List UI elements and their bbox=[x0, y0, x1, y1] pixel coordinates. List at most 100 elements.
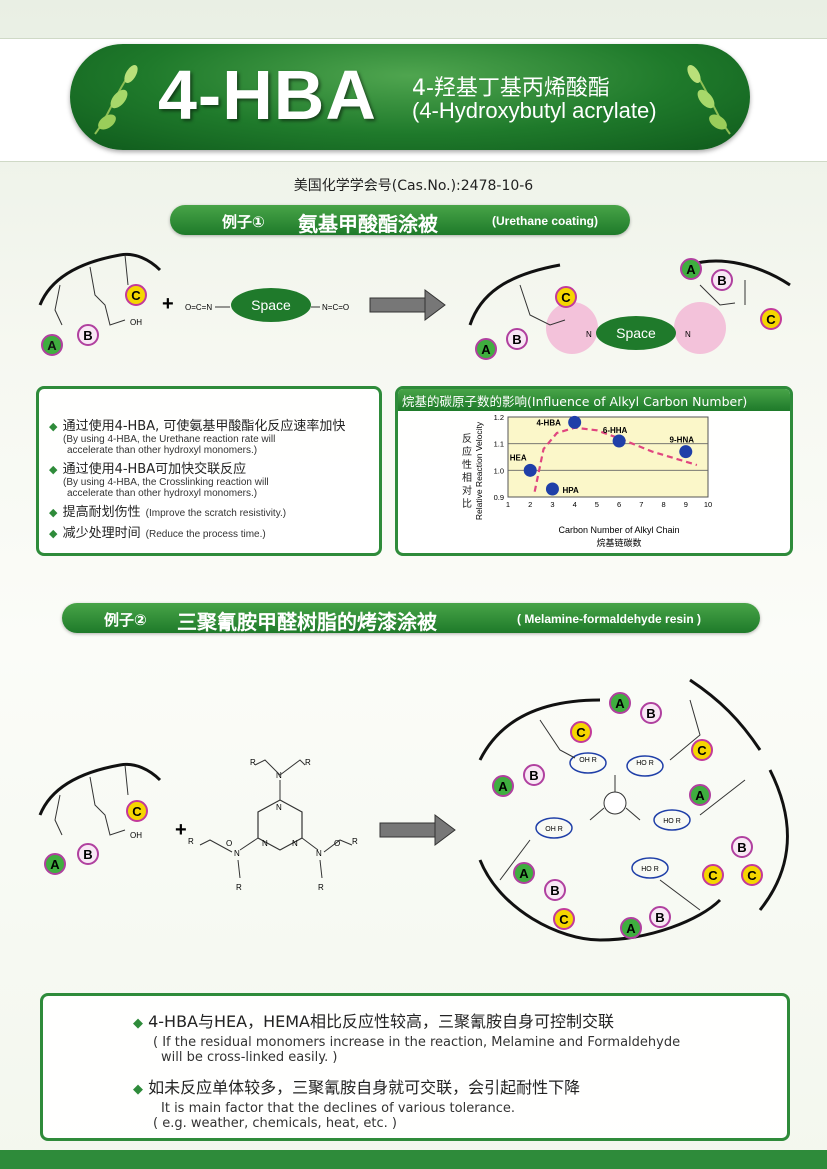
svg-text:A: A bbox=[481, 342, 491, 357]
point-label: HPA bbox=[562, 486, 579, 495]
space-label: Space bbox=[251, 297, 291, 313]
diamond-bullet-icon: ◆ bbox=[49, 463, 58, 476]
data-point bbox=[523, 463, 537, 477]
footer-bar bbox=[0, 1150, 827, 1169]
example2-title-en: ( Melamine-formaldehyde resin ) bbox=[517, 612, 702, 626]
benefit-item: ◆ 提高耐划伤性 (Improve the scratch resistivit… bbox=[49, 505, 287, 520]
monomer-a-left: A bbox=[41, 334, 63, 356]
svg-text:A: A bbox=[695, 788, 705, 803]
reaction-arrow-icon-2 bbox=[379, 814, 456, 846]
svg-text:C: C bbox=[132, 804, 142, 819]
y-axis-label: Relative Reaction Velocity bbox=[474, 421, 484, 520]
svg-text:OH: OH bbox=[130, 831, 142, 840]
space-oval bbox=[231, 288, 311, 322]
x-tick-label: 1 bbox=[506, 500, 510, 509]
example2-title: 三聚氰胺甲醛树脂的烤漆涂被 bbox=[177, 610, 437, 634]
diamond-bullet-icon: ◆ bbox=[133, 1082, 143, 1097]
svg-text:A: A bbox=[47, 338, 57, 353]
monomer-b-product-left: B bbox=[506, 328, 528, 350]
svg-text:B: B bbox=[717, 273, 726, 288]
monomer-b-left: B bbox=[77, 324, 99, 346]
data-point bbox=[612, 434, 626, 448]
x-tick-label: 9 bbox=[684, 500, 688, 509]
x-tick-label: 6 bbox=[617, 500, 621, 509]
urethane-reaction-diagram: OH C B A + O=C=N Space N=C=O Space N N C bbox=[38, 252, 791, 360]
svg-text:B: B bbox=[655, 910, 664, 925]
leaf-decoration-left-icon bbox=[94, 64, 138, 135]
svg-text:N: N bbox=[316, 849, 322, 858]
svg-text:HO R: HO R bbox=[663, 818, 681, 825]
product-monomers: A B C C A B A B C C A B C A B bbox=[492, 692, 763, 939]
svg-text:N: N bbox=[586, 330, 592, 339]
benefit-item: ◆ 通过使用4-HBA, 可使氨基甲酸酯化反应速率加快 (By using 4-… bbox=[49, 419, 346, 456]
plus-sign: + bbox=[162, 293, 174, 315]
y-axis-label-cn: 反应性相对比 bbox=[462, 434, 472, 510]
melamine-structure: N N N N R R N R O R N R O R bbox=[188, 758, 358, 892]
conclusions-panel: ◆ 4-HBA与HEA，HEMA相比反应性较高，三聚氰胺自身可控制交联 ( If… bbox=[40, 993, 790, 1141]
svg-text:Space: Space bbox=[616, 325, 656, 341]
crosslinked-product: OH R HO R OH R HO R HO R bbox=[478, 678, 789, 942]
benefits-list: ◆ 通过使用4-HBA, 可使氨基甲酸酯化反应速率加快 (By using 4-… bbox=[49, 415, 374, 541]
svg-text:A: A bbox=[686, 262, 696, 277]
svg-text:C: C bbox=[747, 868, 757, 883]
y-tick-label: 1.1 bbox=[494, 440, 504, 449]
example2-tag: 例子② bbox=[104, 611, 147, 629]
point-label: 6-HHA bbox=[603, 426, 628, 435]
diamond-bullet-icon: ◆ bbox=[49, 527, 58, 540]
benefits-panel: ◆ 通过使用4-HBA, 可使氨基甲酸酯化反应速率加快 (By using 4-… bbox=[36, 386, 382, 556]
monomer-b-product-right: B bbox=[711, 269, 733, 291]
svg-text:HO R: HO R bbox=[641, 866, 659, 873]
monomer-c-product-left: C bbox=[555, 286, 577, 308]
polymer-fragment-product: Space N N bbox=[468, 259, 791, 354]
x-tick-label: 5 bbox=[595, 500, 599, 509]
svg-text:A: A bbox=[50, 857, 60, 872]
svg-text:C: C bbox=[708, 868, 718, 883]
data-point bbox=[679, 445, 693, 459]
nco-left: O=C=N bbox=[185, 303, 212, 312]
svg-text:A: A bbox=[615, 696, 625, 711]
subtitle-english: (4-Hydroxybutyl acrylate) bbox=[412, 98, 657, 123]
point-label: 9-HNA bbox=[670, 436, 695, 445]
title-banner bbox=[70, 44, 750, 150]
chart-panel-header bbox=[398, 389, 790, 411]
svg-text:O: O bbox=[226, 839, 232, 848]
x-tick-label: 8 bbox=[661, 500, 665, 509]
svg-text:N: N bbox=[276, 803, 282, 812]
example1-title-en: (Urethane coating) bbox=[492, 214, 599, 228]
diamond-bullet-icon: ◆ bbox=[49, 420, 58, 433]
example1-header: 例子① 氨基甲酸酯涂被 (Urethane coating) bbox=[170, 205, 630, 236]
melamine-reaction-diagram: OH C B A + N N N N R R N R O R N R O R bbox=[38, 678, 789, 942]
svg-text:R: R bbox=[236, 883, 242, 892]
monomer-a-product-right: A bbox=[680, 258, 702, 280]
svg-text:R: R bbox=[352, 837, 358, 846]
svg-text:A: A bbox=[626, 921, 636, 936]
svg-text:A: A bbox=[498, 779, 508, 794]
page-title: 4-HBA bbox=[158, 56, 377, 134]
reaction-arrow-icon bbox=[369, 289, 446, 321]
svg-text:R: R bbox=[188, 837, 194, 846]
monomer-c-left: C bbox=[125, 284, 147, 306]
diamond-bullet-icon: ◆ bbox=[49, 506, 58, 519]
svg-text:N: N bbox=[292, 839, 298, 848]
svg-text:HO R: HO R bbox=[636, 760, 654, 767]
oh-label: OH bbox=[130, 318, 142, 327]
polymer-fragment-left: OH bbox=[38, 252, 162, 327]
example1-tag: 例子① bbox=[222, 213, 265, 231]
svg-text:C: C bbox=[697, 743, 707, 758]
svg-text:R: R bbox=[318, 883, 324, 892]
monomer-a-product-left: A bbox=[475, 338, 497, 360]
trend-curve bbox=[533, 426, 698, 492]
subtitle-chinese: 4-羟基丁基丙烯酸酯 bbox=[412, 76, 610, 101]
svg-text:A: A bbox=[519, 866, 529, 881]
svg-text:B: B bbox=[737, 840, 746, 855]
svg-text:O: O bbox=[334, 839, 340, 848]
x-axis-label-cn: 烷基链碳数 bbox=[596, 537, 641, 548]
svg-text:C: C bbox=[131, 288, 141, 303]
cas-number: 美国化学学会号(Cas.No.):2478-10-6 bbox=[293, 178, 534, 194]
polymer-fragment-left-2: OH bbox=[38, 762, 162, 840]
x-tick-label: 3 bbox=[550, 500, 554, 509]
chart-panel-title: 烷基的碳原子数的影响(Influence of Alkyl Carbon Num… bbox=[402, 394, 748, 409]
x-tick-label: 7 bbox=[639, 500, 643, 509]
x-tick-label: 2 bbox=[528, 500, 532, 509]
svg-text:B: B bbox=[83, 328, 92, 343]
